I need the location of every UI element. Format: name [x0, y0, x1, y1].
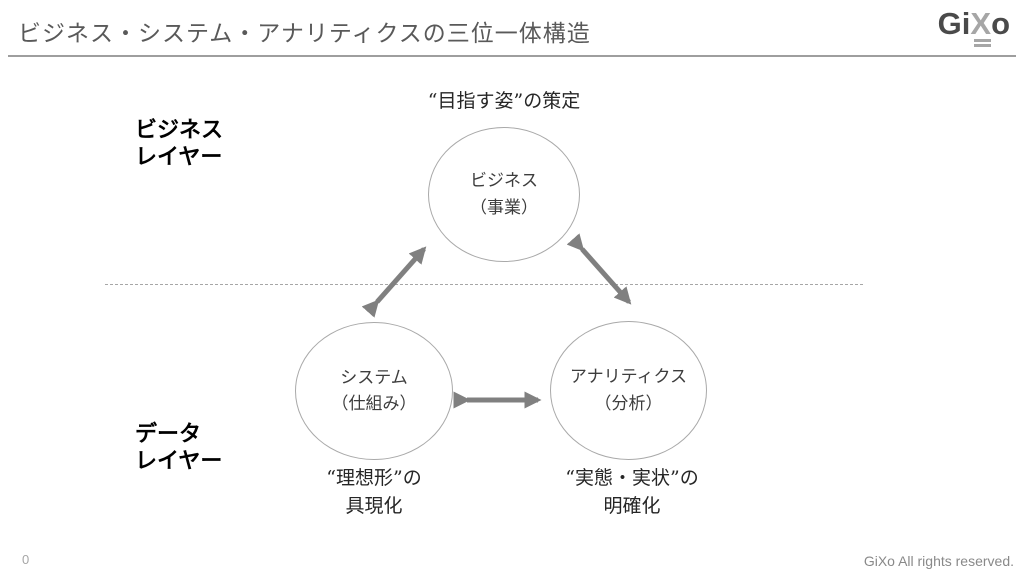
logo-text-o: o [991, 6, 1010, 41]
header-divider [8, 55, 1016, 57]
business-layer-label-line1: ビジネス [135, 117, 224, 142]
layer-divider-dashed-line [105, 284, 863, 285]
node-system-line2: （仕組み） [331, 394, 417, 414]
logo-text-gi: Gi [937, 6, 971, 41]
arrow-business-analytics [566, 233, 632, 305]
caption-analytics: “実態・実状”の 明確化 [528, 465, 736, 520]
logo-text-x: X [970, 6, 992, 41]
business-layer-label: ビジネス レイヤー [135, 117, 223, 171]
node-analytics-line1: アナリティクス [569, 367, 688, 388]
caption-business: “目指す姿”の策定 [427, 90, 581, 112]
business-layer-label-line2: レイヤー [135, 143, 223, 169]
caption-analytics-line2: 明確化 [603, 494, 661, 517]
node-business: ビジネス （事業） [428, 127, 580, 262]
caption-system: “理想形”の 具現化 [278, 465, 470, 520]
data-layer-label-line2: レイヤー [135, 447, 223, 473]
caption-system-line1: “理想形”の [326, 467, 422, 489]
caption-system-line2: 具現化 [345, 494, 403, 517]
page-number: 0 [22, 552, 30, 567]
slide-title: ビジネス・システム・アナリティクスの三位一体構造 [18, 20, 591, 46]
node-business-line1: ビジネス [470, 171, 538, 192]
caption-analytics-line1: “実態・実状”の [565, 467, 699, 489]
node-system: システム （仕組み） [295, 322, 453, 460]
copyright-note: GiXo All rights reserved. [863, 553, 1014, 569]
data-layer-label-line1: データ [135, 421, 202, 446]
logo-underline-bars-icon [974, 39, 992, 49]
data-layer-label: データ レイヤー [135, 421, 222, 475]
node-analytics: アナリティクス （分析） [550, 321, 707, 460]
node-business-line2: （事業） [470, 197, 538, 218]
node-analytics-line2: （分析） [594, 393, 663, 414]
arrow-business-system [361, 246, 427, 318]
node-system-line1: システム [340, 367, 408, 388]
